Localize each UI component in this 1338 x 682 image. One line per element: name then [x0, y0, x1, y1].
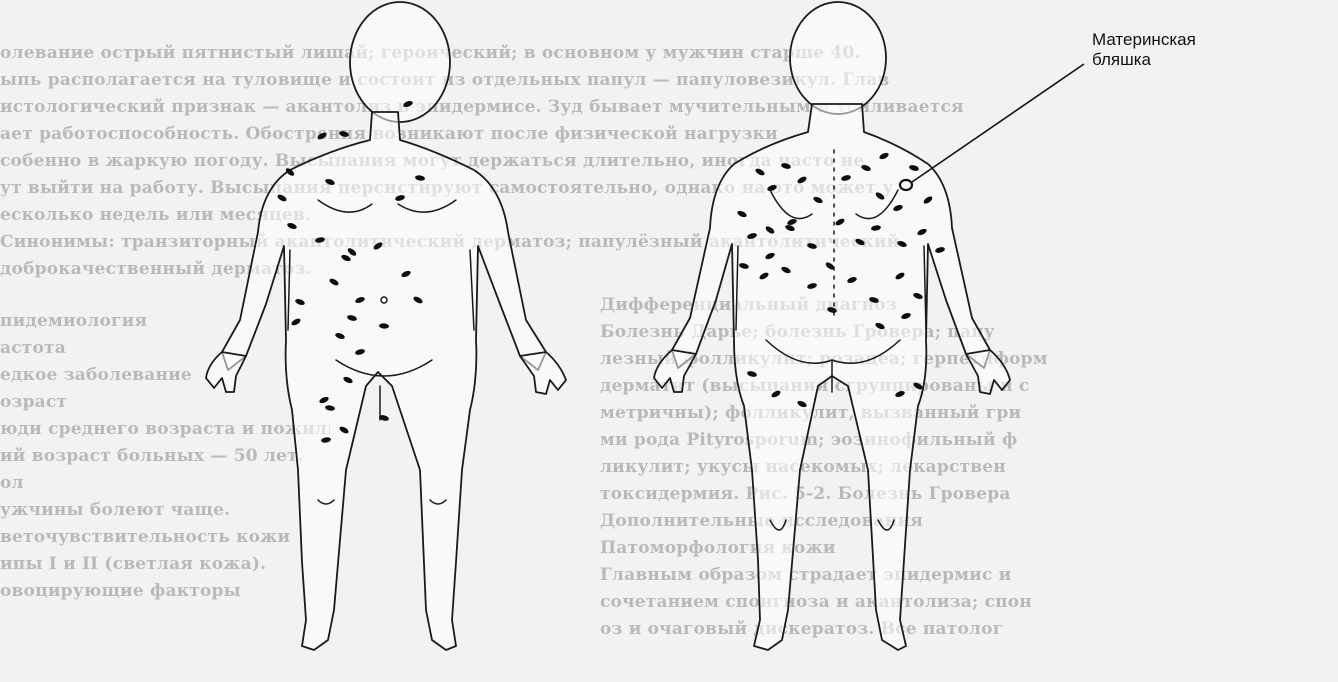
lesion-mark — [316, 131, 327, 141]
front-body-outline — [222, 112, 546, 650]
back-left-hand — [654, 350, 696, 392]
front-left-hand — [206, 352, 246, 392]
back-right-hand — [966, 350, 1010, 394]
back-head — [790, 2, 886, 114]
back-body-outline — [672, 104, 990, 650]
front-right-hand — [520, 352, 566, 394]
callout-label-line2: бляшка — [1092, 50, 1196, 70]
callout-label: Материнская бляшка — [1088, 30, 1200, 70]
front-head — [350, 2, 450, 122]
back-body-figure — [654, 2, 1010, 650]
callout-leader-line — [912, 64, 1084, 182]
lesion-mark — [338, 130, 349, 138]
callout-label-line1: Материнская — [1092, 30, 1196, 50]
